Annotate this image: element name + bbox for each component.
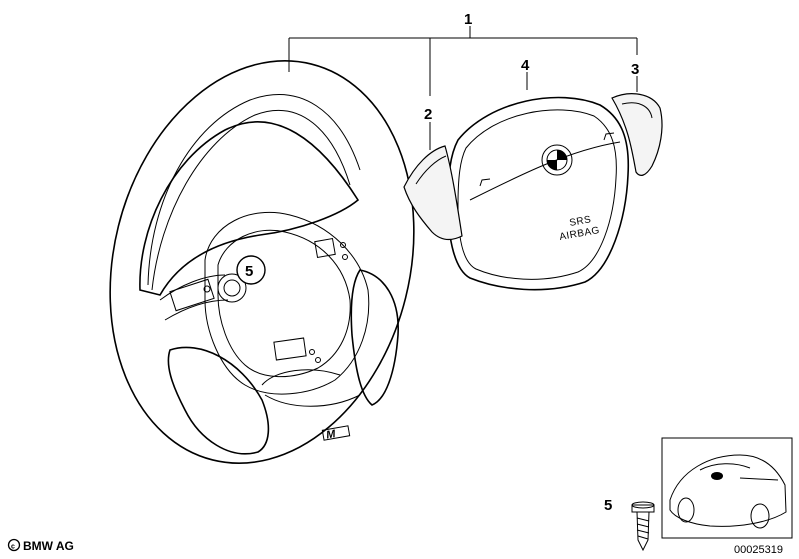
callout-4: 4 <box>521 57 530 74</box>
doc-number: 00025319 <box>734 544 783 556</box>
airbag-module: SRS AIRBAG <box>447 96 630 291</box>
airbag-label-line2: AIRBAG <box>559 225 601 243</box>
roundel-quadrant-bottom-left <box>547 160 557 170</box>
callout-2: 2 <box>424 106 432 123</box>
car-location-inset <box>661 437 793 539</box>
callout-5-screw: 5 <box>604 497 612 514</box>
callout-5: 5 <box>245 263 253 280</box>
left-cover <box>403 145 463 241</box>
right-cover <box>611 93 663 176</box>
copyright-symbol-icon <box>7 538 21 552</box>
callout-leader-lines <box>288 26 638 150</box>
airbag-label-line1: SRS <box>569 214 593 229</box>
torx-screw <box>631 501 655 552</box>
callout-5-bubble: 5 <box>236 255 266 285</box>
inset-highlight <box>711 472 723 480</box>
callout-3: 3 <box>631 61 639 78</box>
m-badge-text: M <box>325 428 337 442</box>
svg-text:c: c <box>11 544 15 551</box>
roundel-quadrant-top-right <box>557 150 567 160</box>
copyright-text: BMW AG <box>23 539 74 553</box>
steering-wheel: M <box>109 60 415 464</box>
callout-1: 1 <box>464 11 472 28</box>
copyright-notice: c BMW AG <box>7 538 74 553</box>
